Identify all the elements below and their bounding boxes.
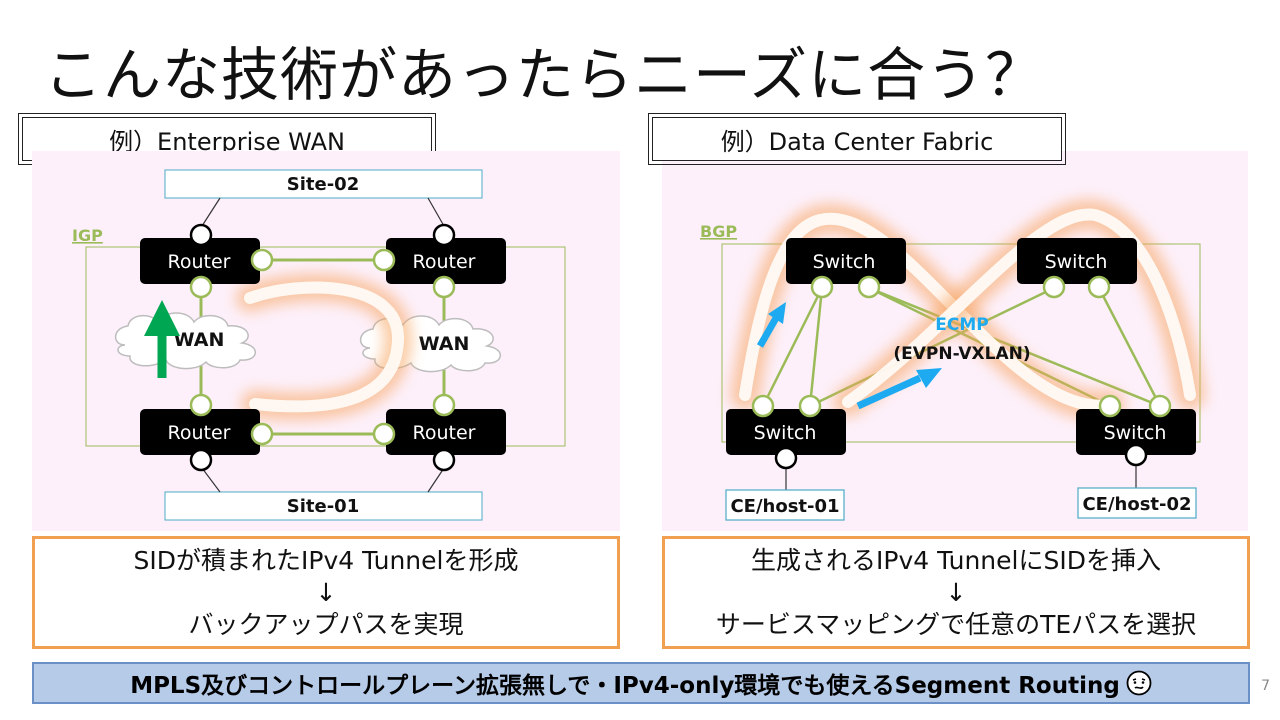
svg-text:Router: Router: [168, 422, 231, 444]
router-top-right: Router: [386, 238, 506, 284]
site-01-label: Site-01: [287, 496, 359, 517]
evpn-vxlan-label: (EVPN-VXLAN): [893, 344, 1030, 364]
host-02-label: CE/host-02: [1082, 494, 1191, 515]
router-bottom-right: Router: [386, 409, 506, 455]
igp-domain-box: [85, 246, 566, 447]
router-bottom-left: Router: [140, 409, 260, 455]
igp-label: IGP: [72, 226, 103, 245]
switch-leaf-left: Switch: [726, 409, 846, 455]
enterprise-wan-note: SIDが積まれたIPv4 Tunnelを形成 ↓ バックアップパスを実現: [32, 536, 620, 649]
switch-spine-left: Switch: [786, 238, 906, 284]
data-center-note-line1: 生成されるIPv4 TunnelにSIDを挿入: [751, 545, 1161, 575]
ecmp-label: ECMP: [935, 315, 988, 335]
site-02-label: Site-02: [287, 174, 359, 195]
data-center-note-arrow: ↓: [945, 577, 967, 607]
enterprise-wan-note-line1: SIDが積まれたIPv4 Tunnelを形成: [133, 545, 519, 575]
host-02-box: [1077, 487, 1197, 519]
svg-text:Router: Router: [413, 422, 476, 444]
panel-label-data-center-fabric: 例）Data Center Fabric: [648, 113, 1066, 165]
svg-text:Router: Router: [413, 251, 476, 273]
blue-ecmp-arrow-up: [756, 302, 786, 348]
site-01-box: [164, 491, 483, 521]
data-center-note: 生成されるIPv4 TunnelにSIDを挿入 ↓ サービスマッピングで任意のT…: [662, 536, 1250, 649]
bgp-domain-box: [721, 243, 1201, 443]
router-top-left: Router: [140, 238, 260, 284]
data-center-note-line2: サービスマッピングで任意のTEパスを選択: [715, 609, 1197, 639]
svg-text:Router: Router: [168, 251, 231, 273]
switch-leaf-right: Switch: [1076, 409, 1196, 455]
data-center-fabric-diagram: BGP ECMP (EVPN-VXLAN): [700, 199, 1205, 521]
svg-text:Switch: Switch: [813, 251, 876, 273]
enterprise-wan-note-line2: バックアップパスを実現: [188, 609, 464, 639]
host-01-label: CE/host-01: [730, 496, 839, 517]
summary-banner: MPLS及びコントロールプレーン拡張無しで・IPv4-only環境でも使えるSe…: [32, 662, 1250, 704]
switch-ports: [751, 275, 1172, 470]
bgp-label: BGP: [700, 222, 737, 241]
page-title: こんな技術があったらニーズに合う？: [44, 41, 1045, 109]
site-02-box: [164, 169, 483, 199]
summary-banner-text: MPLS及びコントロールプレーン拡張無しで・IPv4-only環境でも使えるSe…: [130, 673, 1120, 699]
page-number: 7: [1261, 678, 1270, 694]
thinking-face-icon: [1126, 670, 1152, 696]
enterprise-wan-note-arrow: ↓: [315, 577, 337, 607]
svg-text:Switch: Switch: [1045, 251, 1108, 273]
svg-text:Switch: Switch: [1104, 422, 1167, 444]
host-01-box: [725, 489, 845, 521]
router-ports: [189, 223, 456, 472]
wan-cloud-left: WAN: [114, 312, 256, 370]
wan-label-left: WAN: [174, 329, 225, 351]
enterprise-wan-diagram: IGP Site-02 Site-01 WAN WAN: [72, 169, 566, 521]
wan-label-right: WAN: [419, 333, 470, 355]
svg-text:Switch: Switch: [754, 422, 817, 444]
blue-ecmp-arrow-right: [856, 368, 942, 410]
switch-spine-right: Switch: [1017, 238, 1137, 284]
